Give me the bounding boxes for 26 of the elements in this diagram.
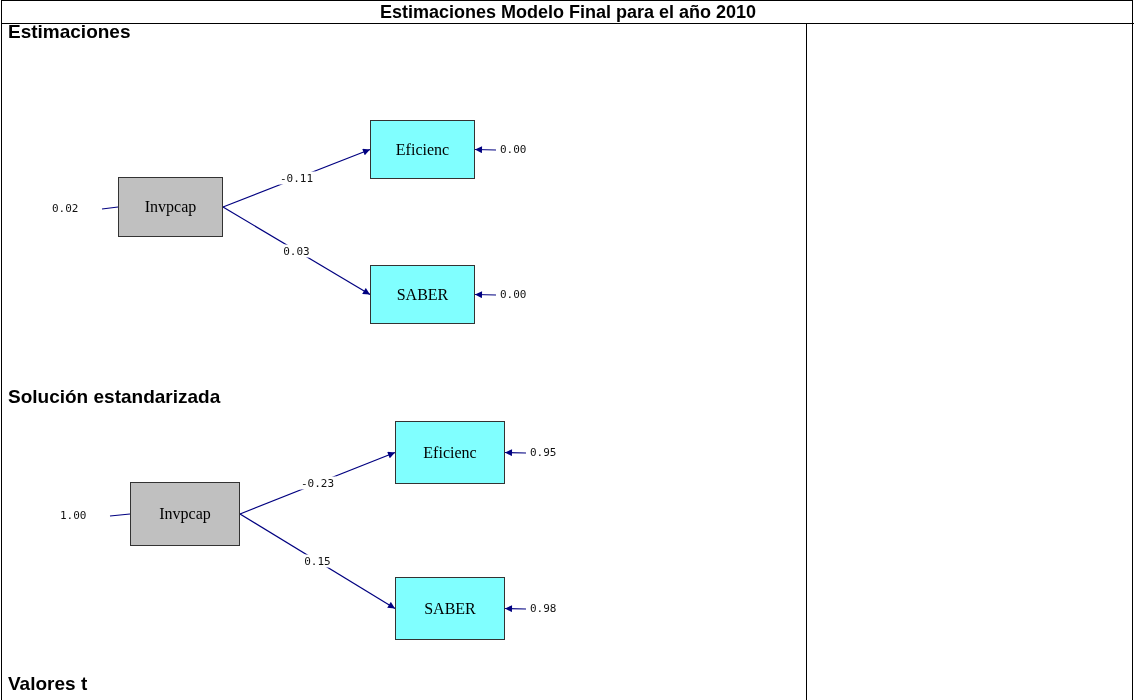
value-text: 0.02	[52, 202, 98, 216]
value-text: 0.95	[530, 446, 574, 460]
variable-box: SABER	[395, 577, 505, 640]
arrow	[504, 449, 527, 457]
value-text: 1.00	[60, 509, 106, 523]
value-text: 0.00	[500, 288, 544, 302]
section-heading: Valores t	[8, 673, 88, 695]
value-text: 0.00	[500, 143, 544, 157]
edge-label: -0.11	[277, 171, 316, 185]
variable-box: Eficienc	[395, 421, 505, 484]
arrow	[504, 605, 527, 613]
connector-line	[101, 206, 119, 210]
arrow	[474, 291, 497, 299]
section-heading: Estimaciones	[8, 21, 131, 43]
value-text: 0.98	[530, 602, 574, 616]
variable-box: Invpcap	[118, 177, 223, 237]
table-title: Estimaciones Modelo Final para el año 2010	[378, 2, 758, 22]
variable-box: SABER	[370, 265, 475, 324]
connector-line	[109, 513, 131, 517]
edge-label: -0.23	[298, 476, 337, 490]
edge-label: 0.15	[302, 554, 333, 568]
edge-label: 0.03	[281, 244, 312, 258]
variable-box: Invpcap	[130, 482, 240, 546]
section-heading: Solución estandarizada	[8, 386, 221, 408]
arrow	[474, 146, 497, 154]
variable-box: Eficienc	[370, 120, 475, 179]
